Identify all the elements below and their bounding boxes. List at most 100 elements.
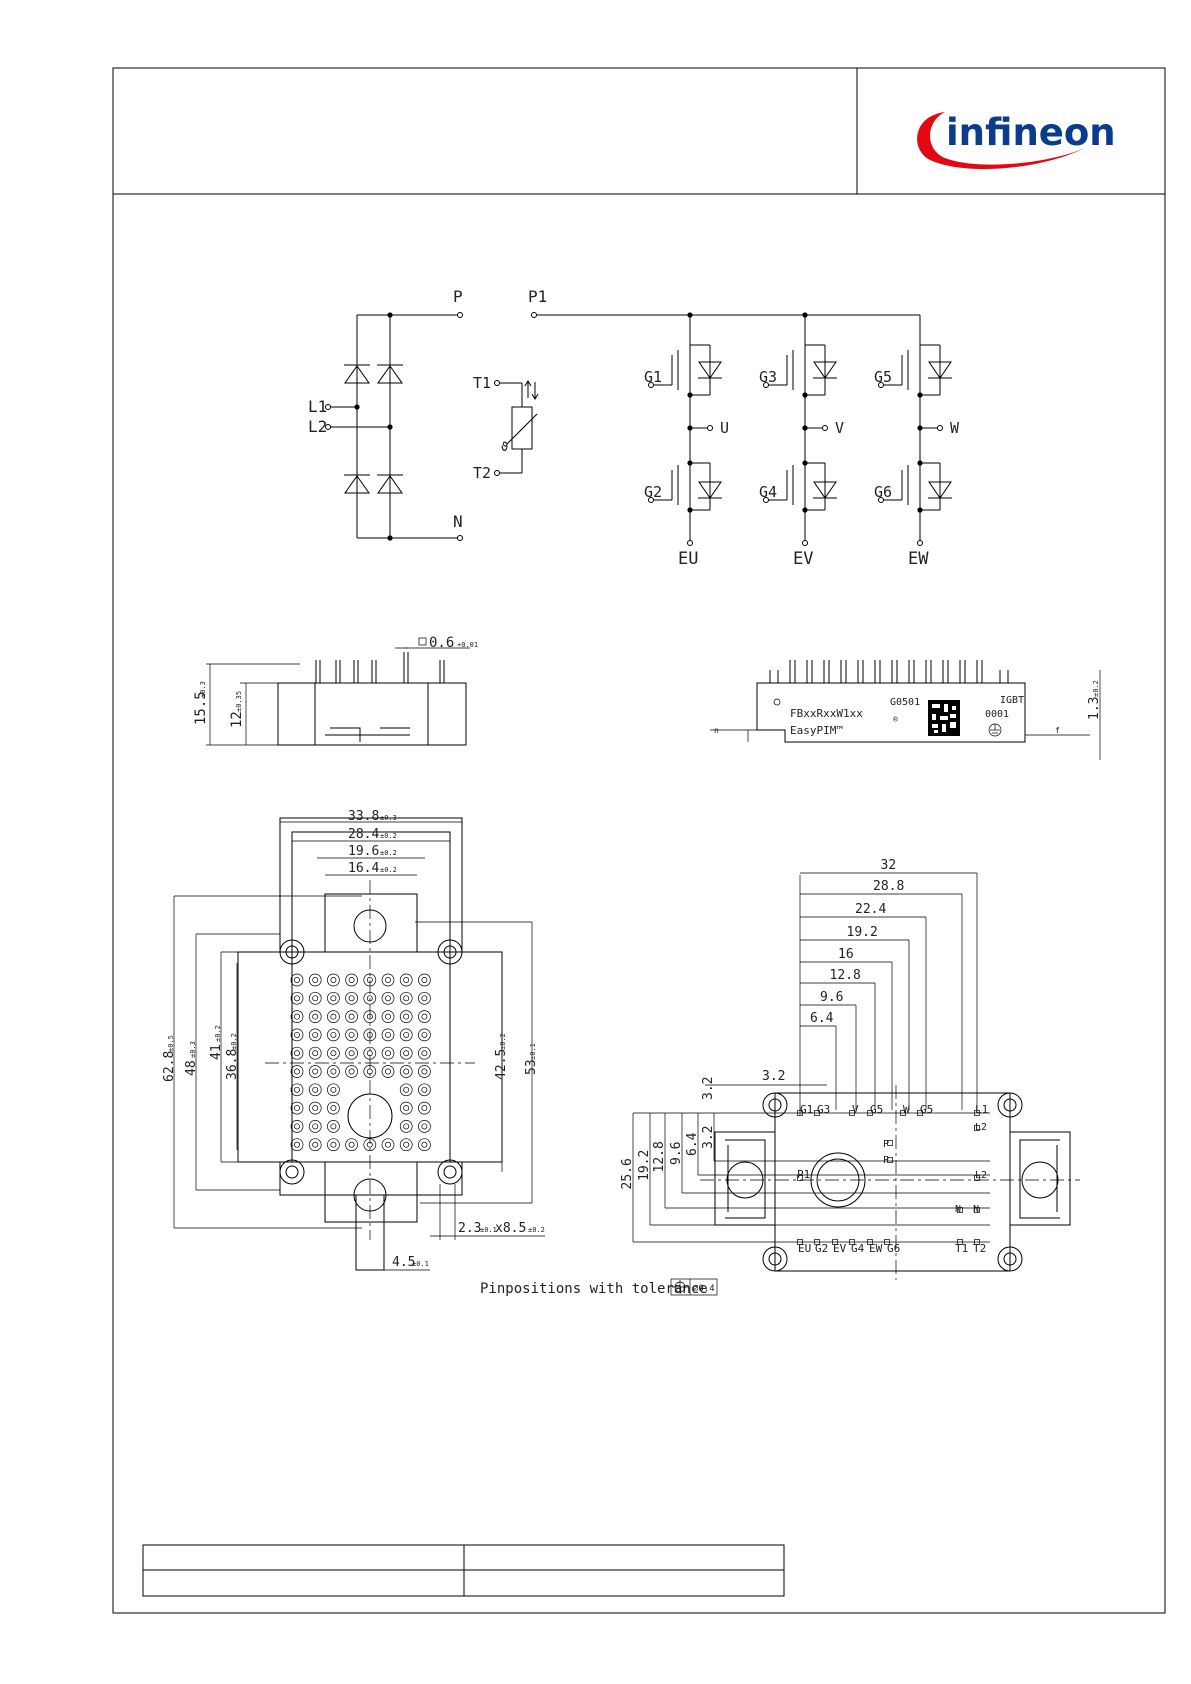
note-text: Pinpositions with tolerance (480, 1281, 708, 1297)
dim-left-4: 36.8 (225, 1049, 240, 1080)
pin-label-l2a: L2 (975, 1122, 987, 1133)
label-n: N (453, 512, 463, 531)
hole-len: x8.5 (495, 1221, 526, 1236)
label-l2: L2 (308, 417, 327, 436)
pin-pad (308, 1010, 322, 1023)
dim-right-2: 53 (524, 1059, 539, 1075)
dim-label-top: 19.2 (847, 925, 878, 940)
diode-symbol (377, 364, 403, 384)
pin-label-g6: G6 (887, 1242, 900, 1255)
label-p: P (453, 287, 463, 306)
pin-pad (290, 1138, 304, 1152)
pin-pad (381, 991, 395, 1005)
dim-label-top: 9.6 (820, 990, 843, 1005)
height-body-value: 12 (229, 711, 245, 728)
ground-symbol-icon (988, 723, 1002, 737)
pin-position-marker (814, 1110, 820, 1116)
position-tolerance-icon (672, 1280, 688, 1294)
pin-label-t1: T1 (955, 1242, 968, 1255)
pin-label-ev: EV (833, 1242, 847, 1255)
pin-pad (363, 1028, 377, 1042)
height-total-value: 15.5 (193, 691, 209, 725)
mounting-hole-icon (997, 1246, 1023, 1272)
pin-pad (418, 1101, 431, 1115)
diode-symbol (377, 474, 403, 494)
pin-position-marker (900, 1110, 906, 1116)
dim-top-3: 19.6 (348, 844, 379, 859)
pin-label-g5a: G5 (870, 1103, 883, 1116)
pin-label-v: V (852, 1103, 859, 1116)
pin-label-pa: P (883, 1139, 889, 1150)
diode-symbol (344, 364, 370, 384)
inverter-leg-u: G1 G2 U EU (644, 315, 729, 569)
dim-top-1: 33.8 (348, 809, 379, 824)
label-g1: G1 (644, 368, 662, 386)
pin-pad (399, 973, 413, 987)
marking-lot: 0001 (985, 709, 1009, 720)
mounting-hole-icon (279, 939, 305, 965)
pin-pad (381, 1028, 395, 1042)
pin-pad (327, 1046, 340, 1060)
label-theta: ϑ (501, 440, 508, 454)
pin-pad (399, 1101, 413, 1115)
flatness-value: 0.6 (429, 635, 454, 651)
dim-label-left: 12.8 (652, 1141, 667, 1172)
pin-pad (290, 1083, 304, 1097)
pin-position-marker (832, 1239, 838, 1245)
mounting-hole-icon (762, 1246, 788, 1272)
side-view-right: FBxxRxxW1xx EasyPIM™ G0501 0001 IGBT ® n… (710, 660, 1102, 760)
label-v: V (835, 419, 844, 437)
pin-tolerance-note: Pinpositions with tolerance ⌀0.4 (480, 1278, 718, 1297)
pin-label-eu: EU (798, 1242, 811, 1255)
mounting-hole-icon (437, 939, 463, 965)
pin-pad (327, 1065, 340, 1078)
pin-position-marker (867, 1110, 873, 1116)
note-tolerance: ⌀0.4 (693, 1284, 715, 1294)
pin-pad (381, 1065, 395, 1078)
logo-wordmark: infineon (946, 111, 1116, 154)
temperature-arrows-icon (524, 380, 539, 400)
dim-left-3-tol: ±0.2 (214, 1025, 222, 1042)
ntc-thermistor: T1 T2 ϑ (473, 374, 539, 482)
pin-pad (327, 1083, 340, 1097)
dim-left-2-tol: ±0.3 (189, 1041, 197, 1058)
label-t2: T2 (473, 464, 491, 482)
label-g4: G4 (759, 483, 777, 501)
pin-pad (418, 1083, 431, 1097)
pin-pad (399, 1083, 413, 1097)
pin-pad (345, 1010, 358, 1023)
rectifier-schematic: L1 L2 P N (308, 287, 463, 541)
bottom-view: 33.8 ±0.3 28.4 ±0.2 19.6 ±0.2 16.4 ±0.2 … (162, 809, 545, 1271)
pin-pad (308, 1046, 322, 1060)
pin-position-marker (974, 1175, 980, 1181)
dim-right-1: 42.5 (494, 1049, 509, 1080)
flatness-callout: 0.6 +0.01 (418, 635, 478, 651)
dim-label-top: 6.4 (810, 1011, 834, 1026)
marking-type: IGBT (1000, 695, 1024, 706)
pin-pad (327, 1028, 340, 1042)
infineon-logo: infineon (917, 111, 1116, 170)
pin-label-ew: EW (869, 1242, 883, 1255)
pin-pad (399, 1065, 413, 1078)
pin-pad (381, 1138, 395, 1152)
pin-pad (290, 1065, 304, 1078)
edge-letter-left: n (714, 726, 719, 735)
pin-label-g3: G3 (817, 1103, 830, 1116)
mounting-hole-icon (437, 1159, 463, 1185)
label-g2: G2 (644, 483, 662, 501)
inverter-schematic: P1 G1 G2 U EU (528, 287, 960, 569)
label-t1: T1 (473, 374, 491, 392)
dim-left-2: 48 (184, 1060, 199, 1076)
dim-top-1-tol: ±0.3 (380, 814, 397, 822)
pin-pad (363, 1010, 377, 1023)
pin-pad (345, 1138, 358, 1152)
pin-pad (290, 1120, 304, 1133)
dim-label-top: 32 (881, 858, 897, 873)
pin-pad (327, 1138, 340, 1152)
pin-label-w: W (903, 1103, 910, 1116)
tab-width: 4.5 (392, 1255, 415, 1270)
hole-len-tol: ±0.2 (528, 1226, 545, 1234)
pin-position-marker (957, 1207, 963, 1213)
